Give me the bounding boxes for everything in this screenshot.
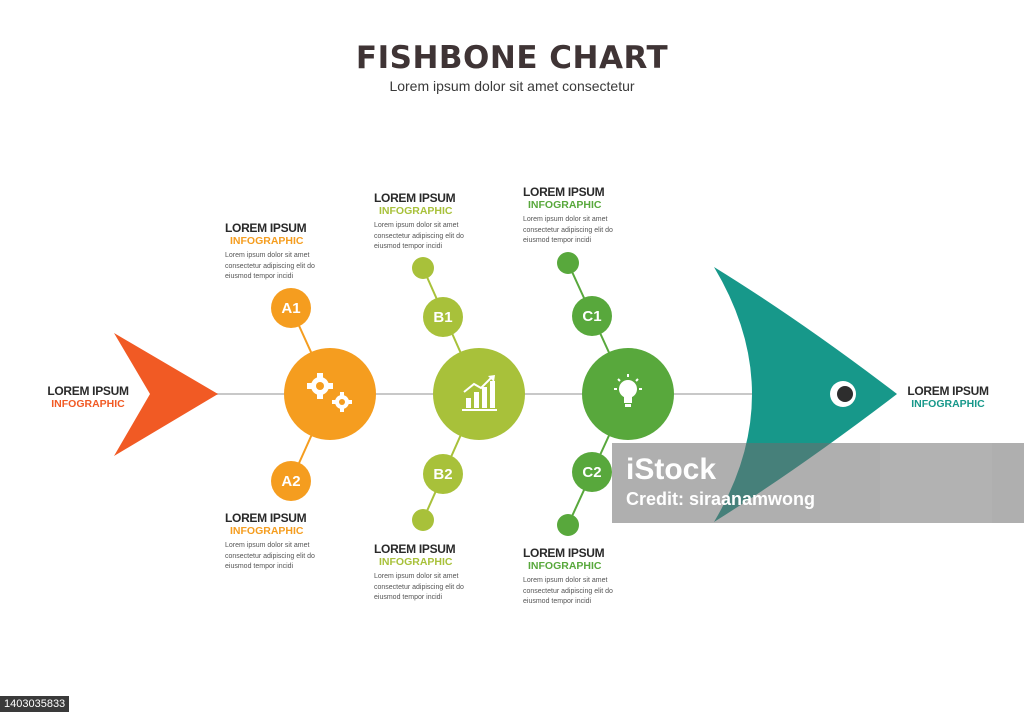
node-b1-label: B1 (433, 309, 452, 326)
node-a2-label: A2 (281, 473, 300, 490)
watermark-credit: Credit: siraanamwong (626, 489, 816, 509)
stock-watermark: iStock Credit: siraanamwong (612, 443, 1024, 523)
block-subheading: INFOGRAPHIC (230, 525, 304, 537)
block-heading: LOREM IPSUM (374, 191, 456, 205)
text-block-c-bottom: LOREM IPSUM INFOGRAPHIC Lorem ipsum dolo… (523, 546, 613, 608)
watermark-box (880, 443, 992, 523)
head-label: LOREM IPSUM INFOGRAPHIC (893, 384, 1003, 411)
block-body: Lorem ipsum dolor sit amet consectetur a… (523, 216, 613, 244)
node-b-dot-bottom (412, 509, 434, 531)
block-heading: LOREM IPSUM (225, 511, 307, 525)
block-body: Lorem ipsum dolor sit amet consectetur a… (225, 542, 315, 570)
block-heading: LOREM IPSUM (374, 542, 456, 556)
tail-label: LOREM IPSUM INFOGRAPHIC (33, 384, 143, 411)
block-heading: LOREM IPSUM (523, 185, 605, 199)
image-id: 1403035833 (0, 696, 70, 712)
block-subheading: INFOGRAPHIC (379, 205, 453, 217)
text-block-a-top: LOREM IPSUM INFOGRAPHIC Lorem ipsum dolo… (225, 221, 315, 283)
node-b2-label: B2 (433, 466, 452, 483)
head-subheading: INFOGRAPHIC (911, 398, 985, 410)
block-body: Lorem ipsum dolor sit amet consectetur a… (374, 222, 464, 250)
text-block-b-bottom: LOREM IPSUM INFOGRAPHIC Lorem ipsum dolo… (374, 542, 464, 604)
block-body: Lorem ipsum dolor sit amet consectetur a… (374, 573, 464, 601)
block-heading: LOREM IPSUM (225, 221, 307, 235)
block-subheading: INFOGRAPHIC (379, 556, 453, 568)
node-c-dot-bottom (557, 514, 579, 536)
block-subheading: INFOGRAPHIC (528, 199, 602, 211)
block-heading: LOREM IPSUM (523, 546, 605, 560)
text-block-c-top: LOREM IPSUM INFOGRAPHIC Lorem ipsum dolo… (523, 185, 613, 247)
node-a2[interactable] (271, 461, 311, 501)
node-c2[interactable] (572, 452, 612, 492)
watermark-logo: iStock (626, 453, 717, 486)
chart-subtitle: Lorem ipsum dolor sit amet consectetur (389, 78, 635, 94)
fish-tail (114, 333, 218, 456)
node-c1-label: C1 (582, 308, 601, 325)
block-subheading: INFOGRAPHIC (230, 235, 304, 247)
text-block-a-bottom: LOREM IPSUM INFOGRAPHIC Lorem ipsum dolo… (225, 511, 315, 573)
node-b1[interactable] (423, 297, 463, 337)
node-c1[interactable] (572, 296, 612, 336)
fish-pupil (837, 386, 853, 402)
head-heading: LOREM IPSUM (907, 384, 989, 398)
tail-heading: LOREM IPSUM (47, 384, 129, 398)
node-a-main (284, 348, 376, 440)
node-b-dot-top (412, 257, 434, 279)
lightbulb-icon (614, 374, 642, 407)
tail-subheading: INFOGRAPHIC (51, 398, 125, 410)
node-a1[interactable] (271, 288, 311, 328)
node-c2-label: C2 (582, 464, 601, 481)
text-block-b-top: LOREM IPSUM INFOGRAPHIC Lorem ipsum dolo… (374, 191, 464, 253)
bar-chart-growth-icon (462, 375, 497, 411)
block-body: Lorem ipsum dolor sit amet consectetur a… (523, 577, 613, 605)
chart-title: FISHBONE CHART (355, 40, 669, 76)
node-a1-label: A1 (281, 300, 300, 317)
node-b2[interactable] (423, 454, 463, 494)
block-body: Lorem ipsum dolor sit amet consectetur a… (225, 252, 315, 280)
gears-icon (307, 373, 352, 412)
block-subheading: INFOGRAPHIC (528, 560, 602, 572)
node-c-dot-top (557, 252, 579, 274)
